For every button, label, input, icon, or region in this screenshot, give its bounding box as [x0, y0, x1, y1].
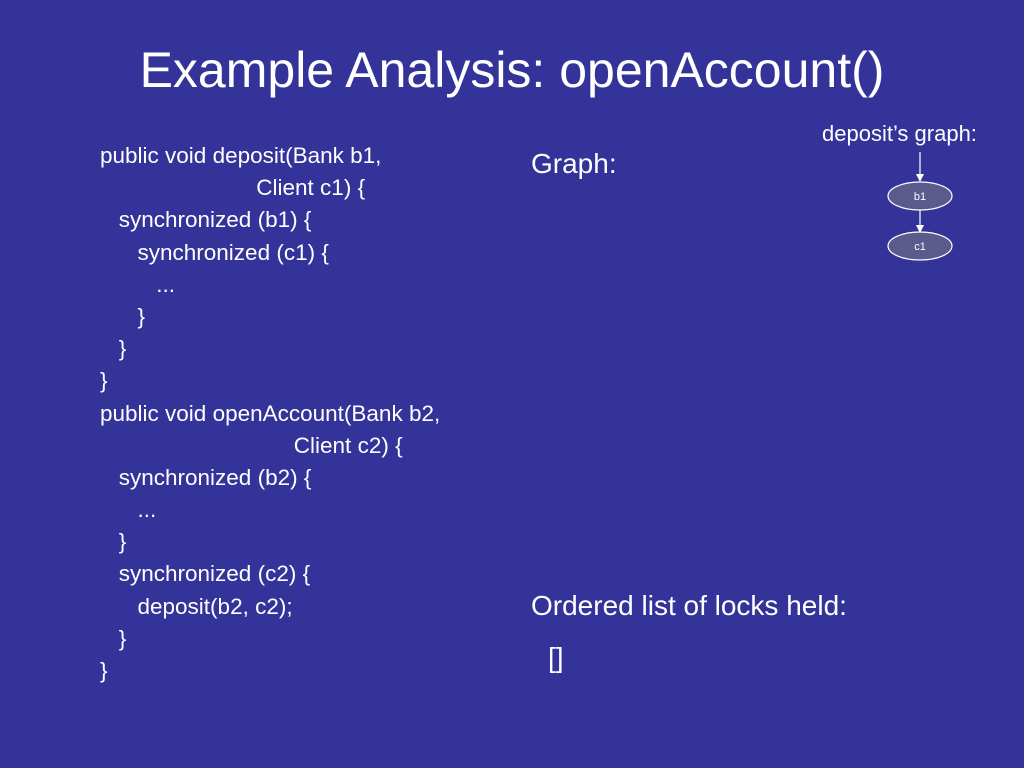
code-line: synchronized (c2) { — [100, 561, 311, 587]
deposit-graph-label: deposit’s graph: — [822, 121, 977, 146]
code-line: } — [100, 368, 108, 394]
code-line: synchronized (b1) { — [100, 207, 312, 233]
code-line: } — [100, 303, 146, 329]
code-line: } — [100, 336, 127, 362]
graph-node-b1-label: b1 — [914, 191, 926, 203]
deposit-graph: b1 c1 — [887, 152, 953, 261]
code-line: } — [100, 658, 108, 683]
code-line: ... — [100, 497, 157, 523]
code-line: public void openAccount(Bank b2, — [100, 400, 441, 426]
code-line: Client c2) { — [100, 432, 403, 458]
graph-label: Graph: — [531, 148, 617, 179]
code-line: synchronized (c1) { — [100, 239, 329, 265]
code-listing: public void deposit(Bank b1, Client c1) … — [100, 140, 560, 687]
code-line: Client c1) { — [100, 175, 366, 201]
graph-node-c1 — [887, 231, 953, 261]
slide-title: Example Analysis: openAccount() — [139, 42, 885, 98]
code-line: ... — [100, 271, 176, 297]
code-line: synchronized (b2) { — [100, 464, 312, 490]
graph-node-c1-label: c1 — [914, 241, 926, 253]
code-line: } — [100, 625, 127, 651]
code-line: } — [100, 529, 127, 555]
code-line: public void deposit(Bank b1, — [100, 143, 382, 168]
locks-held-value: [] — [548, 642, 564, 673]
locks-held-label: Ordered list of locks held: — [531, 590, 847, 621]
code-line: deposit(b2, c2); — [100, 593, 293, 619]
